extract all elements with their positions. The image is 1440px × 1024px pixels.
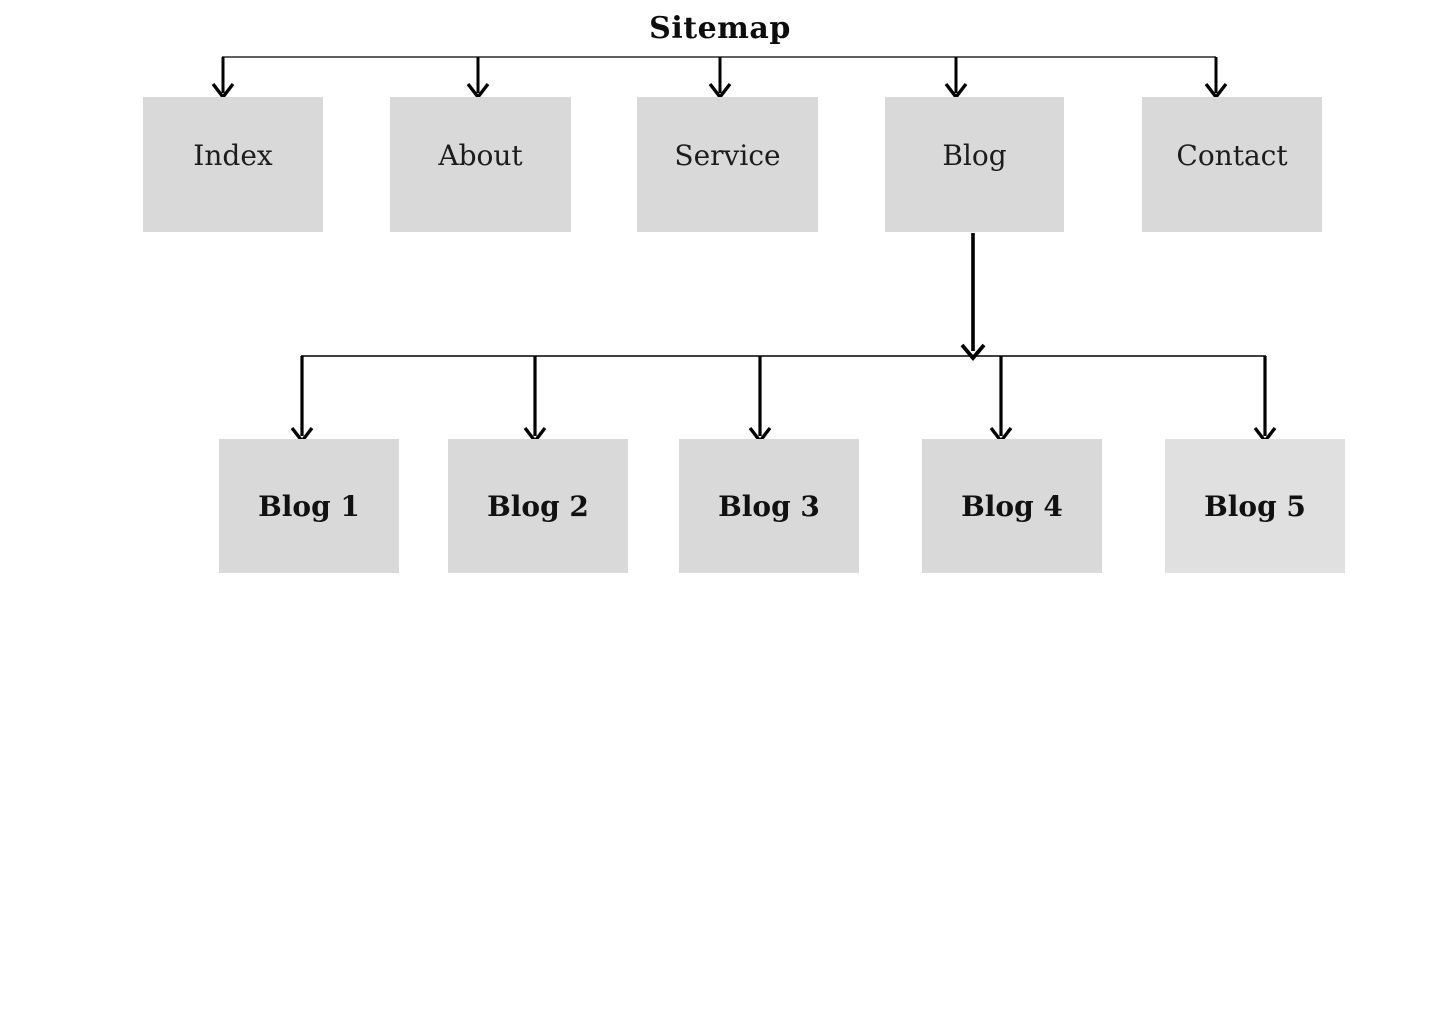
arrow-to-blog-3 <box>748 356 772 444</box>
node-blog-5[interactable]: Blog 5 <box>1165 439 1345 573</box>
arrow-to-blog-2 <box>523 356 547 444</box>
arrow-to-blog-1 <box>290 356 314 444</box>
arrow-to-service <box>708 57 732 100</box>
node-service[interactable]: Service <box>637 97 818 232</box>
arrow-to-blog <box>944 57 968 100</box>
arrow-to-about <box>466 57 490 100</box>
node-index[interactable]: Index <box>143 97 323 232</box>
node-blog-3[interactable]: Blog 3 <box>679 439 859 573</box>
arrow-to-index <box>211 57 235 100</box>
node-about[interactable]: About <box>390 97 571 232</box>
diagram-title: Sitemap <box>649 11 791 46</box>
node-blog[interactable]: Blog <box>885 97 1064 232</box>
arrow-blog-to-sublevel <box>960 233 986 361</box>
node-contact[interactable]: Contact <box>1142 97 1322 232</box>
arrow-to-blog-4 <box>989 356 1013 444</box>
node-blog-2[interactable]: Blog 2 <box>448 439 628 573</box>
node-blog-4[interactable]: Blog 4 <box>922 439 1102 573</box>
node-blog-1[interactable]: Blog 1 <box>219 439 399 573</box>
arrow-to-contact <box>1204 57 1228 100</box>
arrow-to-blog-5 <box>1253 356 1277 444</box>
